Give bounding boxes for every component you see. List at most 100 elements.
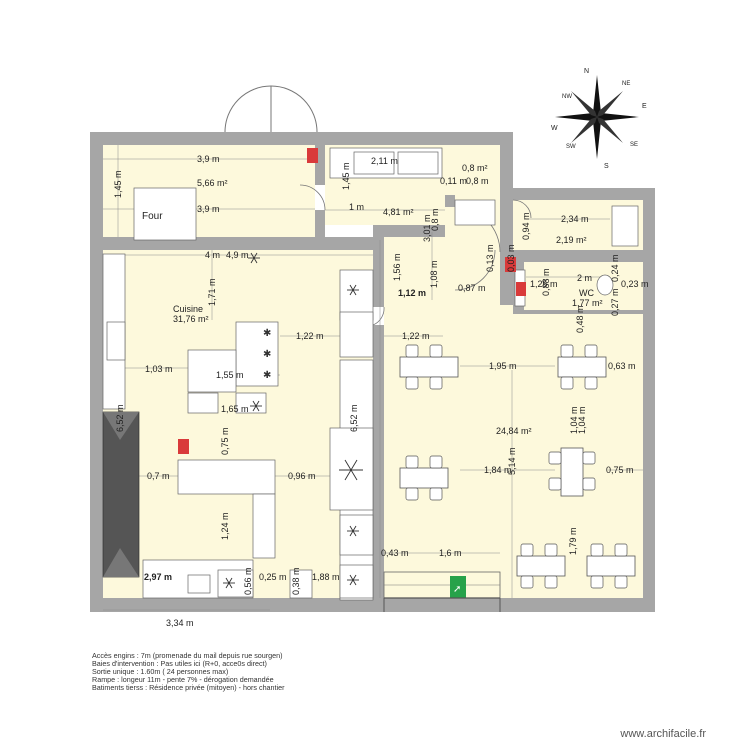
note-line: Sortie unique : 1.60m ( 24 personnes max… — [92, 667, 229, 676]
dimension-label: 0,25 m — [259, 572, 287, 582]
dimension-label: 1,55 m — [216, 370, 244, 380]
snowflake-icon — [250, 400, 262, 412]
dimension-label: 1,25 m — [530, 279, 558, 289]
extinguisher-icon — [505, 257, 516, 272]
wc-fixtures — [514, 205, 639, 307]
emergency-exit: ➚ — [383, 571, 501, 612]
svg-text:✱: ✱ — [263, 370, 271, 381]
area-label: 4,81 m² — [383, 207, 414, 217]
dimension-label: 0,11 m — [440, 176, 467, 186]
area-label: 2,19 m² — [556, 235, 587, 245]
cooktop-icons: ✱ ✱ ✱ — [263, 328, 271, 381]
dimension-label: 1,71 m — [207, 278, 217, 306]
area-label: 24,84 m² — [496, 426, 532, 436]
dimension-label: 1,24 m — [220, 512, 230, 540]
compass-sw: SW — [566, 144, 576, 150]
compass-ne: NE — [622, 81, 630, 87]
dimension-label: 1,04 m — [577, 406, 587, 434]
area-label: 0,8 m² — [462, 163, 488, 173]
dimension-label: 0,87 m — [458, 283, 486, 293]
credit-link[interactable]: www.archifacile.fr — [620, 728, 706, 740]
note-line: Baies d'intervention : Pas utiles ici (R… — [92, 659, 267, 668]
extinguisher-icon — [307, 148, 318, 163]
dimension-label: 0,75 m — [606, 465, 634, 475]
snowflake-icon — [347, 284, 359, 296]
room-four-label: Four — [142, 211, 163, 222]
compass-rose — [555, 75, 639, 159]
dining-tables — [399, 356, 636, 577]
dimension-label: 6,52 m — [115, 404, 125, 432]
note-line: Rampe : longeur 11m - pente 7% - dérogat… — [92, 675, 274, 684]
dimension-label: 2,11 m — [371, 156, 398, 166]
dimension-label: 0,96 m — [288, 471, 316, 481]
dimension-label: 5,14 m — [507, 447, 517, 475]
dining-chairs — [405, 344, 628, 589]
dimension-label: 4 m — [205, 250, 220, 260]
note-line: Batiments tierss : Résidence privée (mit… — [92, 683, 285, 692]
dimension-label: 1,88 m — [312, 572, 340, 582]
compass-w: W — [551, 125, 558, 132]
snowflake-icon — [347, 525, 359, 537]
dimension-label: 0,7 m — [147, 471, 170, 481]
dimension-label: 1,08 m — [429, 260, 439, 288]
dimension-label: 0,43 m — [381, 548, 409, 558]
compass-n: N — [584, 68, 589, 75]
exit-sign-icon — [450, 576, 466, 598]
dimension-label: 0,03 m — [506, 244, 516, 272]
dimension-label: 1,45 m — [113, 170, 123, 198]
dimension-label: 0,8 m — [430, 208, 440, 231]
dimension-label: 1,12 m — [398, 288, 426, 298]
dimension-label: 1,84 m — [484, 465, 512, 475]
dimension-label: 2,34 m — [561, 214, 589, 224]
dimension-label: 3,01 m — [422, 214, 432, 242]
snowflake-icon — [248, 252, 260, 264]
dimension-label: 1,65 m — [221, 404, 249, 414]
notes-block: Accès engins : 7m (promenade du mail dep… — [92, 652, 512, 692]
dimension-lines — [103, 145, 643, 611]
dimension-label: 3,9 m — [197, 154, 220, 164]
room-cuisine-label: Cuisine — [173, 304, 203, 314]
dimension-labels: 3,9 m 3,9 m 2,11 m 0,11 m 0,8 m 1 m 2,34… — [144, 154, 649, 628]
dimension-label: 0,27 m — [610, 288, 620, 316]
compass-se: SE — [630, 142, 638, 148]
compass-e: E — [642, 103, 647, 110]
svg-text:✱: ✱ — [263, 328, 271, 339]
outer-walls — [90, 132, 655, 612]
dimension-label: 0,24 m — [610, 254, 620, 282]
compass-s: S — [604, 163, 609, 170]
dimension-label: 0,48 m — [575, 305, 585, 333]
dimension-label: 1,22 m — [296, 331, 324, 341]
svg-text:✱: ✱ — [263, 349, 271, 360]
dimension-label: 2 m — [577, 273, 592, 283]
compass-labels: N S W E NW NE SW SE — [551, 68, 647, 170]
dimension-label: 1 m — [349, 202, 364, 212]
dimension-label: 1,22 m — [402, 331, 430, 341]
snowflake-icon — [339, 459, 363, 481]
dimension-label: 0,63 m — [608, 361, 636, 371]
dimension-label: 0,94 m — [521, 212, 531, 240]
dimension-label: 0,56 m — [243, 567, 253, 595]
dimension-label: 0,38 m — [291, 567, 301, 595]
dimension-label: 4,9 m — [226, 250, 249, 260]
freezer-icons — [223, 252, 363, 589]
area-label: 31,76 m² — [173, 314, 209, 324]
dimension-label: 1,6 m — [439, 548, 462, 558]
dimension-label: 6,52 m — [349, 404, 359, 432]
extinguisher-icon — [178, 439, 189, 454]
kitchen-hood — [102, 411, 140, 578]
dimension-label: 1,04 m — [569, 406, 579, 434]
svg-text:➚: ➚ — [453, 584, 461, 595]
dimension-label: 3,34 m — [166, 618, 194, 628]
area-label: 5,66 m² — [197, 178, 228, 188]
dimension-label: 3,9 m — [197, 204, 220, 214]
dimension-label: 2,97 m — [144, 572, 172, 582]
dimension-label: 1,45 m — [341, 162, 351, 190]
room-wc-label: WC — [579, 288, 594, 298]
dimension-label: 0,88 m — [541, 268, 551, 296]
dimension-label: 0,8 m — [466, 176, 489, 186]
dimension-label: 1,03 m — [145, 364, 173, 374]
dimension-label: 0,75 m — [220, 427, 230, 455]
snowflake-icon — [347, 574, 359, 586]
dimension-label: 0,13 m — [485, 244, 495, 272]
